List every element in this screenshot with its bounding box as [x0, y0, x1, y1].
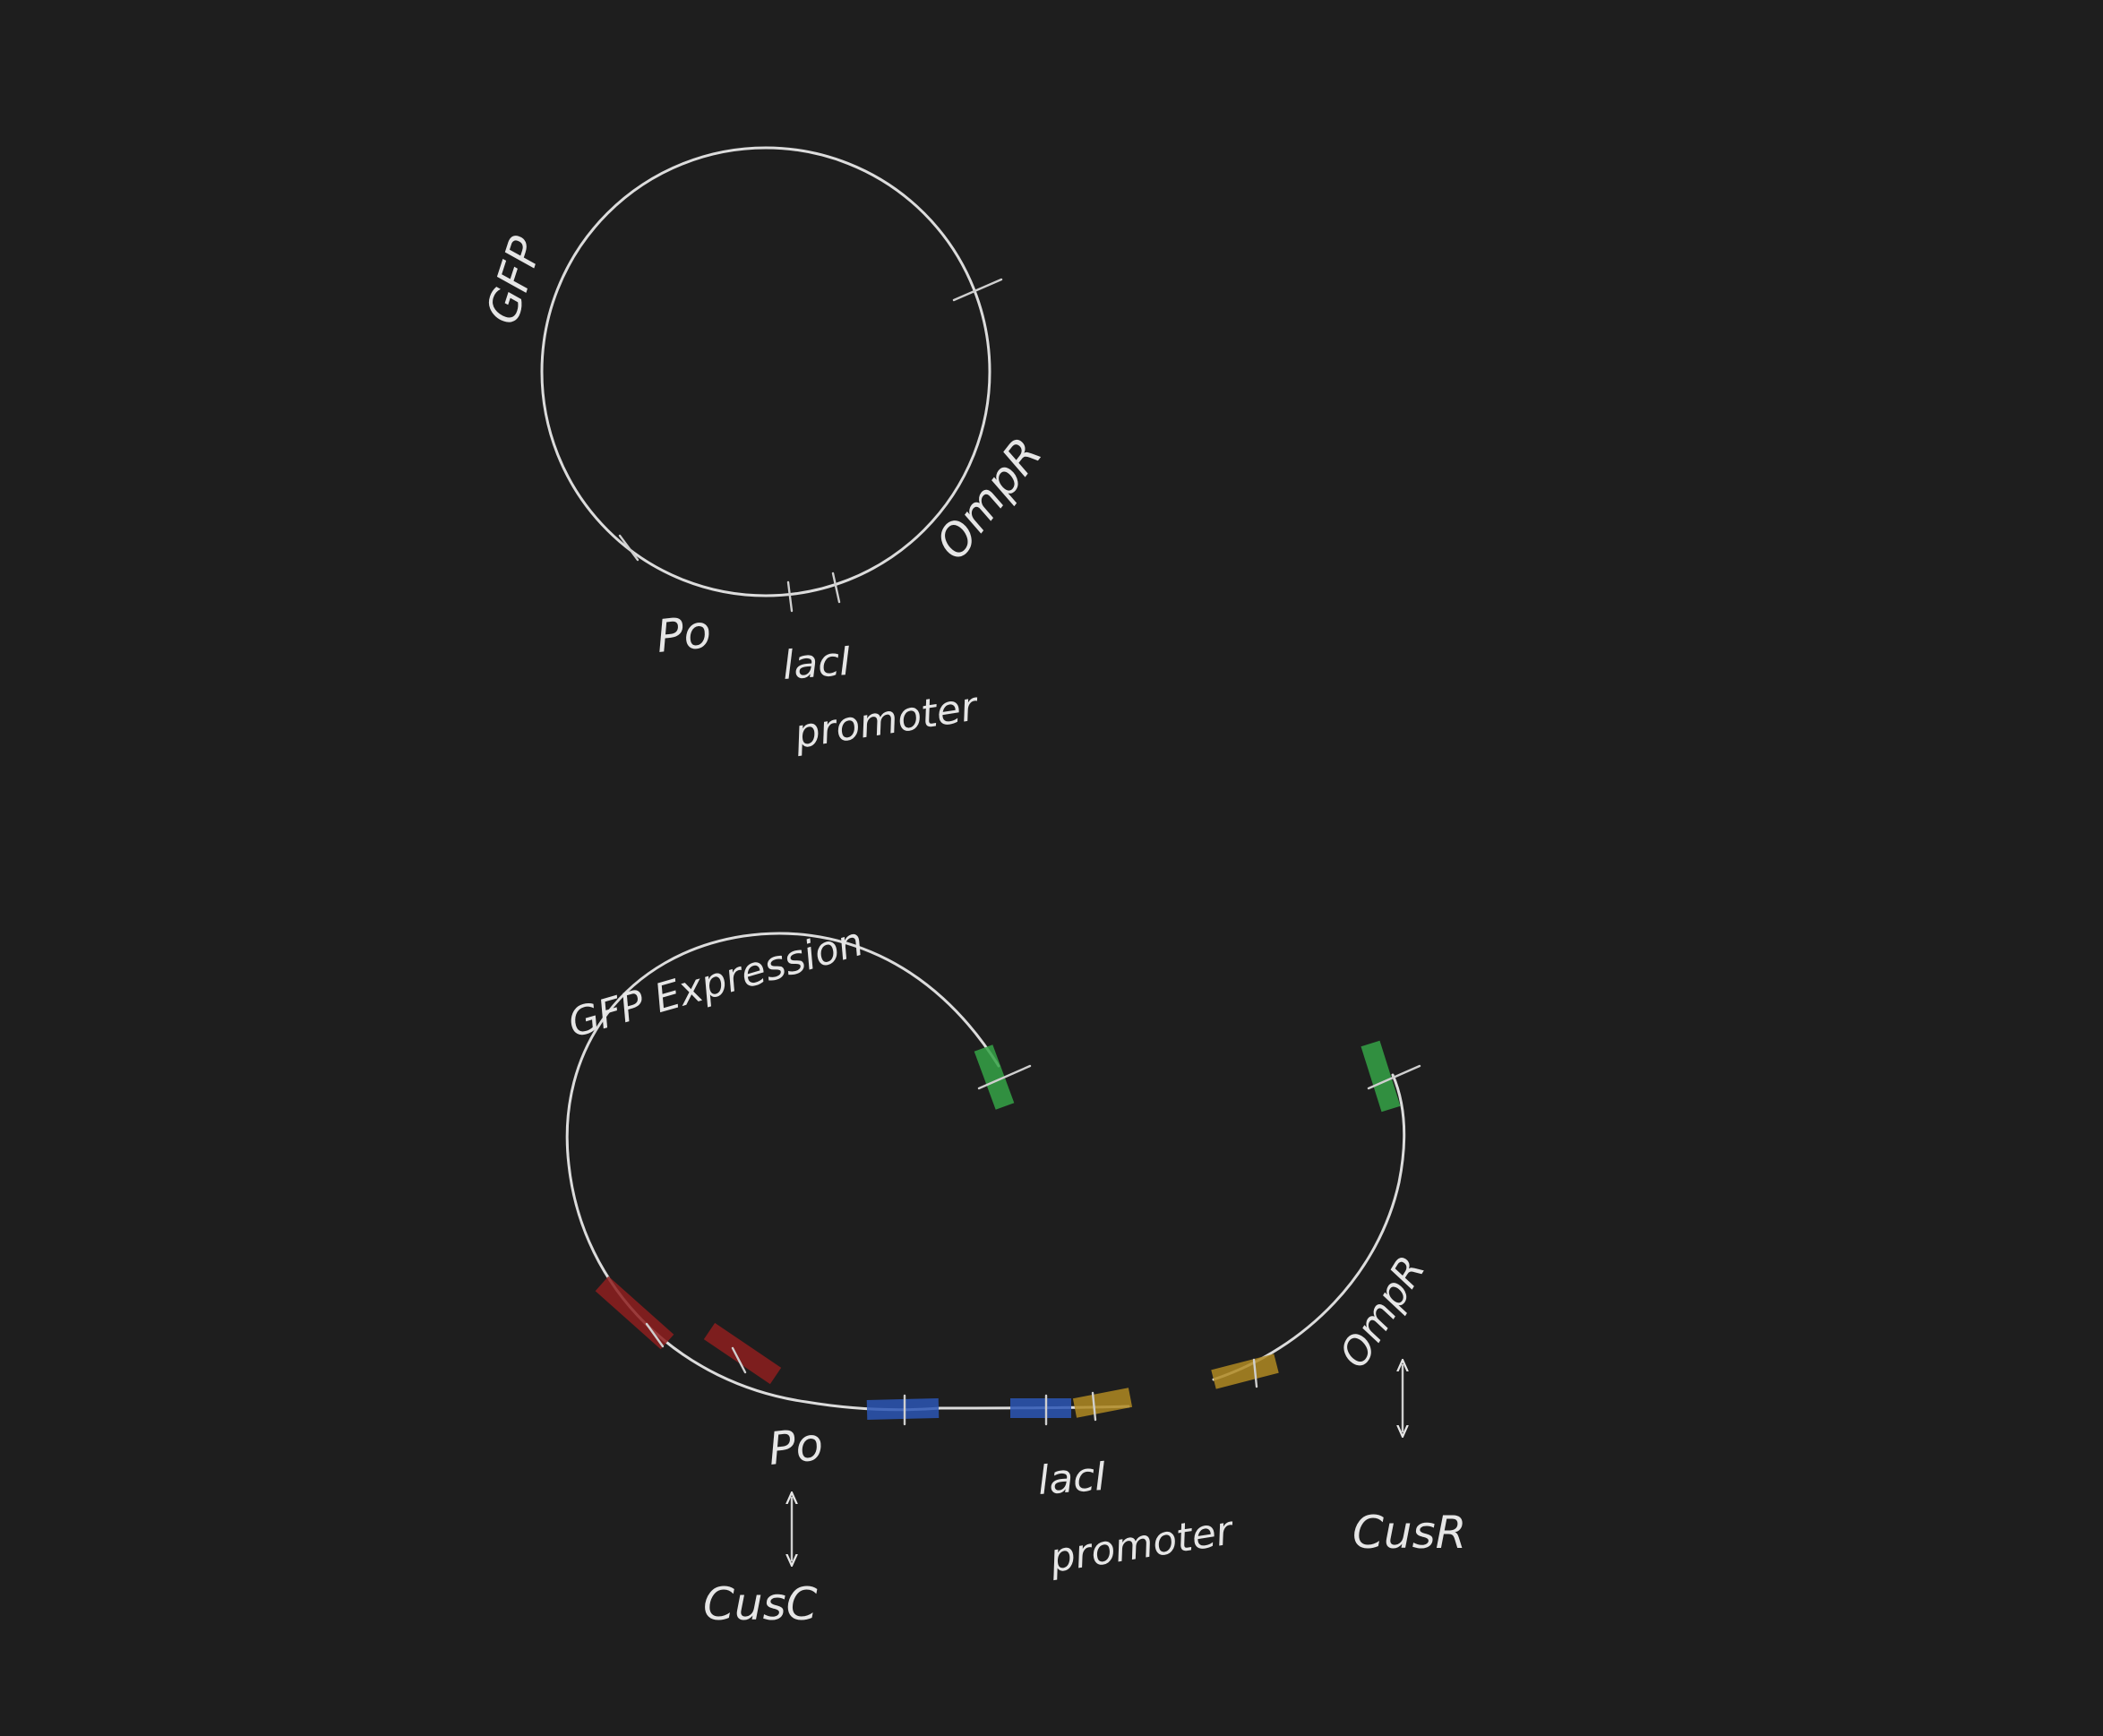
top-label-ompr: OmpR	[926, 428, 1052, 569]
bottom-label-promoter: promoter	[1046, 1508, 1238, 1582]
top-label-gfp: GFP	[476, 230, 553, 331]
bottom-tick-yellow-2	[1252, 1358, 1258, 1388]
bottom-label-ompr: OmpR	[1331, 1248, 1434, 1375]
bottom-label-gfp-expression: GFP Expression	[563, 919, 869, 1047]
bottom-plasmid-arc-left	[565, 932, 1000, 1412]
blue-mark-1	[866, 1398, 940, 1420]
yellow-mark-1	[1072, 1388, 1133, 1418]
bottom-tick-green-left	[977, 1064, 1032, 1090]
top-tick-bottom-2	[831, 572, 841, 604]
bottom-label-cusr: CusR	[1352, 1507, 1466, 1559]
bottom-tick-red-2	[731, 1346, 747, 1374]
green-mark-right	[1361, 1040, 1401, 1113]
bottom-label-laci: lacI	[1036, 1454, 1108, 1504]
top-plasmid-circle	[540, 146, 991, 597]
top-label-po: Po	[654, 606, 713, 663]
bottom-plasmid: GFP Expression Po lacI promoter OmpR Cus…	[563, 919, 1466, 1630]
red-mark-1	[595, 1276, 674, 1350]
bottom-label-po: Po	[766, 1418, 825, 1475]
top-tick-right	[952, 278, 1003, 302]
top-label-promoter: promoter	[791, 683, 983, 758]
top-label-laci: lacI	[781, 639, 853, 689]
top-tick-bottom-left	[618, 534, 639, 562]
bottom-tick-yellow-1	[1091, 1391, 1097, 1422]
bottom-tick-red-1	[645, 1322, 665, 1348]
bottom-label-cusc: CusC	[703, 1578, 818, 1630]
red-mark-2	[703, 1322, 782, 1385]
bottom-tick-green-right	[1367, 1064, 1421, 1090]
green-mark-left	[974, 1044, 1015, 1110]
top-tick-bottom-1	[786, 580, 794, 613]
top-plasmid: GFP OmpR Po lacI promoter	[476, 146, 1052, 758]
bottom-plasmid-arc-right	[1212, 1073, 1406, 1381]
yellow-mark-2	[1211, 1354, 1279, 1389]
